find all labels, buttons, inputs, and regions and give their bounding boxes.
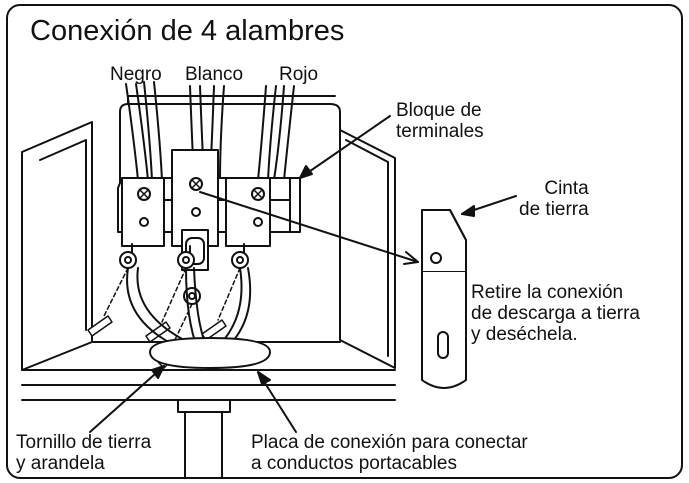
right-wall bbox=[339, 129, 396, 369]
terminal-block bbox=[117, 149, 301, 271]
power-cord bbox=[177, 399, 231, 479]
label-arrows bbox=[89, 115, 517, 433]
back-panel bbox=[119, 103, 341, 189]
conduit-plate bbox=[149, 337, 271, 369]
wire-label-black: Negro bbox=[110, 64, 162, 85]
ground-screw-label-line1: Tornillo de tierra bbox=[16, 432, 152, 453]
right-wall-inner bbox=[345, 139, 389, 357]
ground-strap-label-line2: de tierra bbox=[519, 199, 589, 220]
conduit-plate-label: Placa de conexión para conectar a conduc… bbox=[251, 432, 528, 474]
back-panel-top bbox=[127, 95, 336, 105]
incoming-wires bbox=[125, 81, 295, 181]
left-wall bbox=[21, 121, 93, 371]
bottom-shelf bbox=[21, 369, 396, 401]
instruction-line1: Retire la conexión bbox=[471, 282, 624, 303]
ground-strap-label-line1: Cinta bbox=[544, 178, 589, 199]
diagram-frame bbox=[6, 4, 683, 479]
terminal-screws bbox=[137, 177, 265, 227]
terminal-block-label-line2: terminales bbox=[396, 121, 484, 142]
conduit-plate-label-line2: a conductos portacables bbox=[251, 453, 457, 474]
instruction-line2: de descarga a tierra bbox=[471, 303, 640, 324]
terminal-block-label: Bloque de terminales bbox=[396, 100, 484, 142]
wire-label-red: Rojo bbox=[279, 64, 319, 85]
left-wall-inner bbox=[39, 139, 87, 331]
ground-strap-label: Cinta de tierra bbox=[519, 178, 589, 220]
instruction-text: Retire la conexión de descarga a tierra … bbox=[471, 282, 640, 345]
conduit-plate-label-line1: Placa de conexión para conectar bbox=[251, 432, 528, 453]
wire-label-white: Blanco bbox=[185, 64, 244, 85]
ground-strap bbox=[421, 209, 467, 389]
strap-connection-line bbox=[199, 191, 419, 263]
ground-screw-label-line2: y arandela bbox=[16, 453, 105, 474]
ground-screw-label: Tornillo de tierra y arandela bbox=[16, 432, 151, 474]
diagram-title: Conexión de 4 alambres bbox=[30, 15, 345, 47]
instruction-line3: y deséchela. bbox=[471, 324, 578, 345]
terminal-block-label-line1: Bloque de bbox=[396, 100, 482, 121]
